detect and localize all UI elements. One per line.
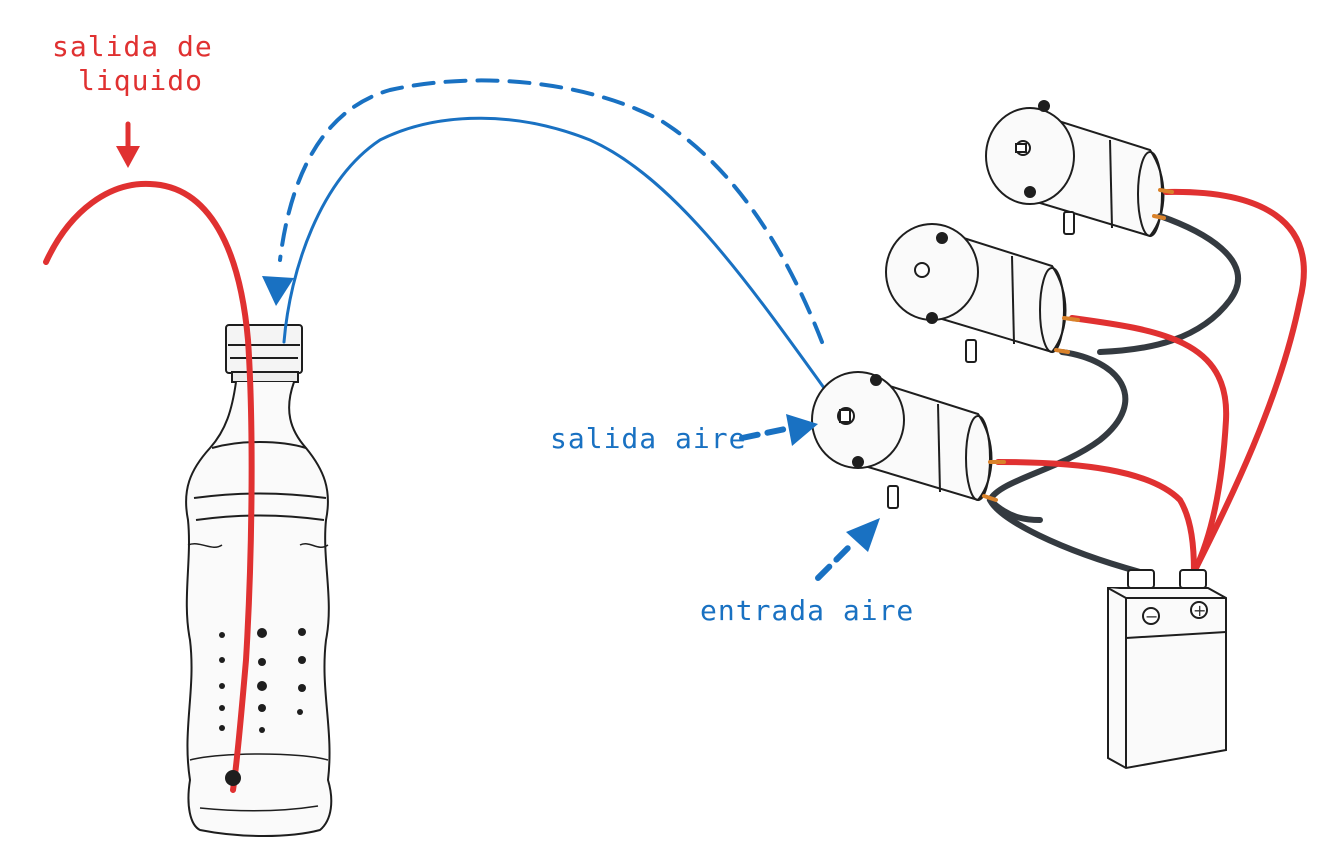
- airflow-dashed-arrow: [262, 78, 824, 344]
- liquid-outlet-label-line1: salida de: [52, 30, 213, 63]
- liquid-outlet-arrow-icon: [116, 121, 140, 168]
- air-pump-icon: [811, 371, 993, 509]
- battery-negative-sign: −: [1145, 607, 1158, 626]
- battery-9v-icon: [1107, 569, 1227, 770]
- plastic-bottle-icon: [185, 324, 333, 837]
- air-inlet-arrow-icon: [815, 518, 880, 581]
- air-outlet-arrow-icon: [739, 414, 818, 446]
- air-tube: [282, 116, 842, 412]
- wires: [982, 188, 1307, 575]
- air-pump-icon: [885, 223, 1067, 363]
- liquid-tube: [43, 180, 255, 793]
- air-pump-icon: [985, 100, 1165, 238]
- liquid-outlet-label-line2: liquido: [78, 64, 203, 97]
- air-inlet-label: entrada aire: [700, 594, 914, 627]
- air-outlet-label: salida aire: [550, 422, 746, 455]
- battery-positive-sign: +: [1193, 601, 1206, 620]
